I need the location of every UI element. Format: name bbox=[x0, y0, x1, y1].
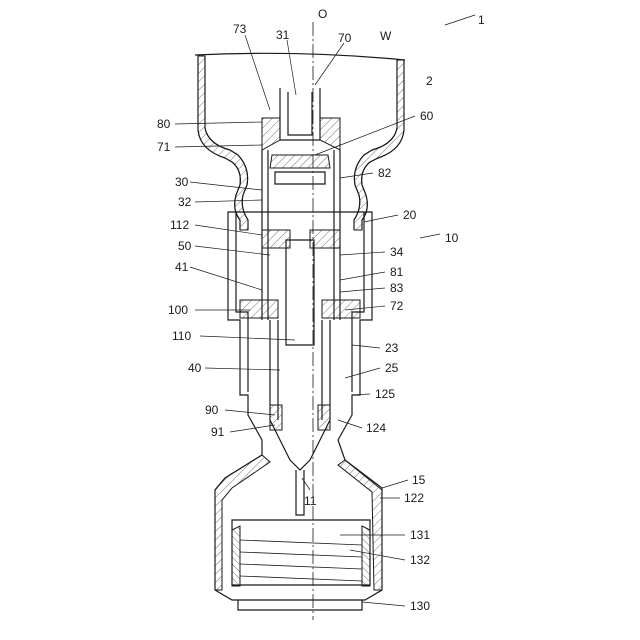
label-30: 30 bbox=[175, 175, 189, 189]
label-31: 31 bbox=[276, 28, 290, 42]
label-40: 40 bbox=[188, 361, 202, 375]
label-124: 124 bbox=[366, 421, 386, 435]
label-w: W bbox=[380, 29, 392, 43]
label-2: 2 bbox=[426, 74, 433, 88]
bottle-container bbox=[195, 53, 405, 230]
label-130: 130 bbox=[410, 599, 430, 613]
lower-seal bbox=[270, 405, 330, 430]
label-20: 20 bbox=[403, 208, 417, 222]
label-122: 122 bbox=[404, 491, 424, 505]
label-34: 34 bbox=[390, 245, 404, 259]
label-72: 72 bbox=[390, 299, 404, 313]
label-25: 25 bbox=[385, 361, 399, 375]
label-83: 83 bbox=[390, 281, 404, 295]
label-15: 15 bbox=[412, 473, 426, 487]
label-110: 110 bbox=[172, 329, 191, 343]
label-70: 70 bbox=[338, 31, 352, 45]
label-125: 125 bbox=[375, 387, 395, 401]
label-60: 60 bbox=[420, 109, 434, 123]
valve-disc bbox=[270, 155, 330, 184]
needle bbox=[296, 470, 304, 515]
label-80: 80 bbox=[157, 117, 171, 131]
label-132: 132 bbox=[410, 553, 430, 567]
label-90: 90 bbox=[205, 403, 219, 417]
label-91: 91 bbox=[211, 425, 225, 439]
label-81: 81 bbox=[390, 265, 404, 279]
label-100: 100 bbox=[168, 303, 188, 317]
label-32: 32 bbox=[178, 195, 192, 209]
label-82: 82 bbox=[378, 166, 392, 180]
seal-assembly bbox=[240, 230, 360, 345]
label-axis: O bbox=[318, 7, 327, 21]
label-23: 23 bbox=[385, 341, 399, 355]
top-nozzle bbox=[262, 88, 340, 150]
label-ref-number: 1 bbox=[478, 13, 485, 27]
threaded-cap bbox=[232, 520, 370, 610]
label-73: 73 bbox=[233, 22, 247, 36]
label-41: 41 bbox=[175, 260, 189, 274]
label-50: 50 bbox=[178, 239, 192, 253]
label-71: 71 bbox=[157, 140, 171, 154]
label-112: 112 bbox=[170, 218, 189, 232]
label-11: 11 bbox=[304, 494, 317, 508]
label-131: 131 bbox=[410, 528, 430, 542]
label-10: 10 bbox=[445, 231, 459, 245]
